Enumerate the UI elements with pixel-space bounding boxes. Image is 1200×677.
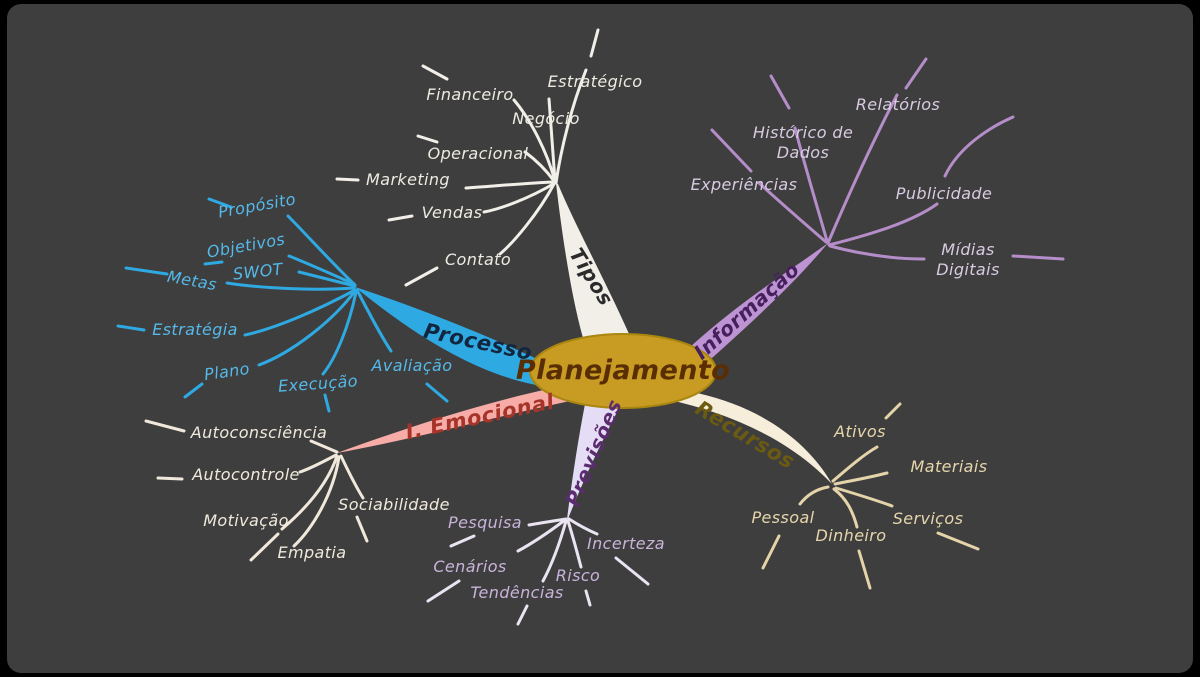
leaf-label-tendencias[interactable]: Tendências [470,583,564,602]
leaf-label-financeiro[interactable]: Financeiro [426,85,514,104]
leaf-label-pessoal[interactable]: Pessoal [751,508,815,527]
leaf-label-empatia[interactable]: Empatia [277,543,347,562]
leaf-label-autoconsciencia[interactable]: Autoconsciência [190,423,328,442]
branch-emocional [144,389,570,562]
leaf-label-operacional[interactable]: Operacional [427,144,529,163]
recursos-trunk [665,393,832,484]
center-node[interactable] [529,333,717,409]
leaf-label-autocontrole[interactable]: Autocontrole [192,465,300,484]
leaf-label-estrategia[interactable]: Estratégia [152,320,238,339]
leaf-label-marketing[interactable]: Marketing [366,170,450,189]
branch-tipos [335,28,630,338]
leaf-label-sociabilidade[interactable]: Sociabilidade [338,495,450,514]
leaf-label-publicidade[interactable]: Publicidade [895,184,993,203]
tipos-trunk [556,183,630,338]
leaf-label-experiencias[interactable]: Experiências [690,175,798,194]
branch-informacao [690,57,1065,358]
leaf-label-risco[interactable]: Risco [555,566,601,585]
processo-trunk [355,287,536,385]
leaf-label-estrategico[interactable]: Estratégico [547,72,643,91]
leaf-label-dinheiro[interactable]: Dinheiro [815,526,887,545]
leaf-label-midias-digitais[interactable]: Mídias Digitais [936,240,1000,279]
emocional-trunk [337,389,570,453]
previsoes-trunk [567,404,620,519]
center-node-label[interactable]: Planejamento [515,355,731,387]
branch-previsoes [426,404,650,626]
leaf-label-ativos[interactable]: Ativos [834,422,886,441]
leaf-label-relatorios[interactable]: Relatórios [855,95,941,114]
leaf-label-incerteza[interactable]: Incerteza [587,534,665,553]
branch-recursos [665,393,980,590]
leaf-label-materiais[interactable]: Materiais [910,457,988,476]
leaf-label-contato[interactable]: Contato [444,250,512,269]
leaf-label-vendas[interactable]: Vendas [421,203,483,222]
branch-processo [116,197,536,413]
leaf-label-pesquisa[interactable]: Pesquisa [448,513,522,532]
informacao-trunk [690,243,828,358]
leaf-label-avaliacao[interactable]: Avaliação [371,356,453,375]
leaf-label-servicos[interactable]: Serviços [892,509,964,528]
leaf-label-cenarios[interactable]: Cenários [433,557,507,576]
leaf-label-motivacao[interactable]: Motivação [203,511,289,530]
leaf-label-historico-de-dados[interactable]: Histórico de Dados [752,123,854,162]
leaf-label-negocio[interactable]: Negócio [512,109,580,128]
